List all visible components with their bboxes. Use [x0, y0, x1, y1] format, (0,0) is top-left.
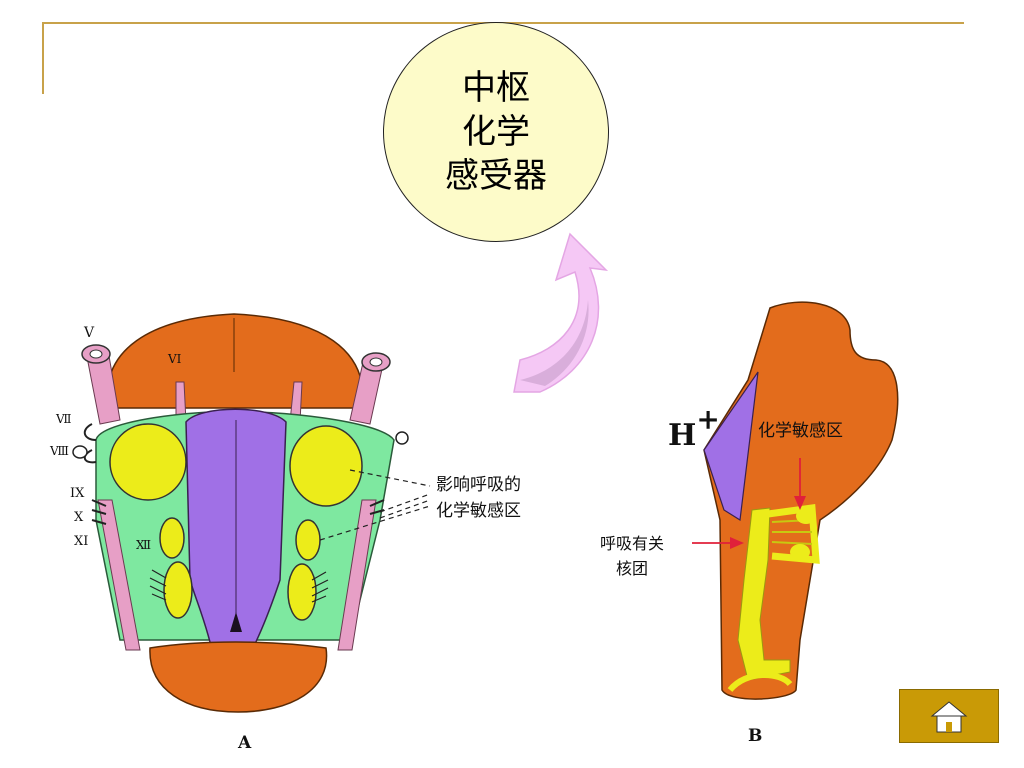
nerve-label-xii: Ⅻ — [136, 538, 152, 552]
figure-a-brainstem — [72, 313, 431, 713]
bubble-line-3: 感受器 — [445, 156, 547, 196]
nerve-label-vii: Ⅶ — [56, 412, 72, 426]
home-button[interactable] — [899, 689, 999, 743]
resp-nucleus-line-2: 核团 — [616, 559, 649, 578]
header-rule-vertical — [42, 22, 44, 94]
home-icon — [930, 701, 968, 733]
ion-charge: + — [696, 403, 720, 436]
chem-sensitive-zone-label: 化学敏感区 — [758, 421, 843, 441]
curved-arrow — [513, 232, 609, 393]
figure-a-caption: A — [238, 733, 252, 753]
nerve-label-viii: Ⅷ — [50, 444, 69, 458]
callout-line-2: 化学敏感区 — [436, 501, 521, 521]
nerve-label-xi: XI — [74, 534, 89, 549]
nerve-label-v: V — [84, 325, 95, 341]
bubble-line-2: 化学 — [462, 112, 530, 152]
bubble-line-1: 中枢 — [462, 68, 530, 108]
callout-line-1: 影响呼吸的 — [436, 475, 521, 495]
bubble-text: 中枢 化学 感受器 — [445, 66, 547, 198]
central-chemoreceptor-bubble: 中枢 化学 感受器 — [383, 22, 609, 242]
nerve-label-vi: VI — [168, 352, 182, 366]
resp-nucleus-line-1: 呼吸有关 — [600, 534, 665, 553]
hydrogen-symbol: H — [668, 418, 697, 453]
hydrogen-ion-label: H+ — [668, 403, 720, 453]
figure-b-caption: B — [748, 726, 763, 746]
nerve-label-ix: IX — [70, 486, 85, 501]
figure-b-brainstem — [692, 301, 899, 700]
nerve-label-x: X — [74, 510, 84, 525]
